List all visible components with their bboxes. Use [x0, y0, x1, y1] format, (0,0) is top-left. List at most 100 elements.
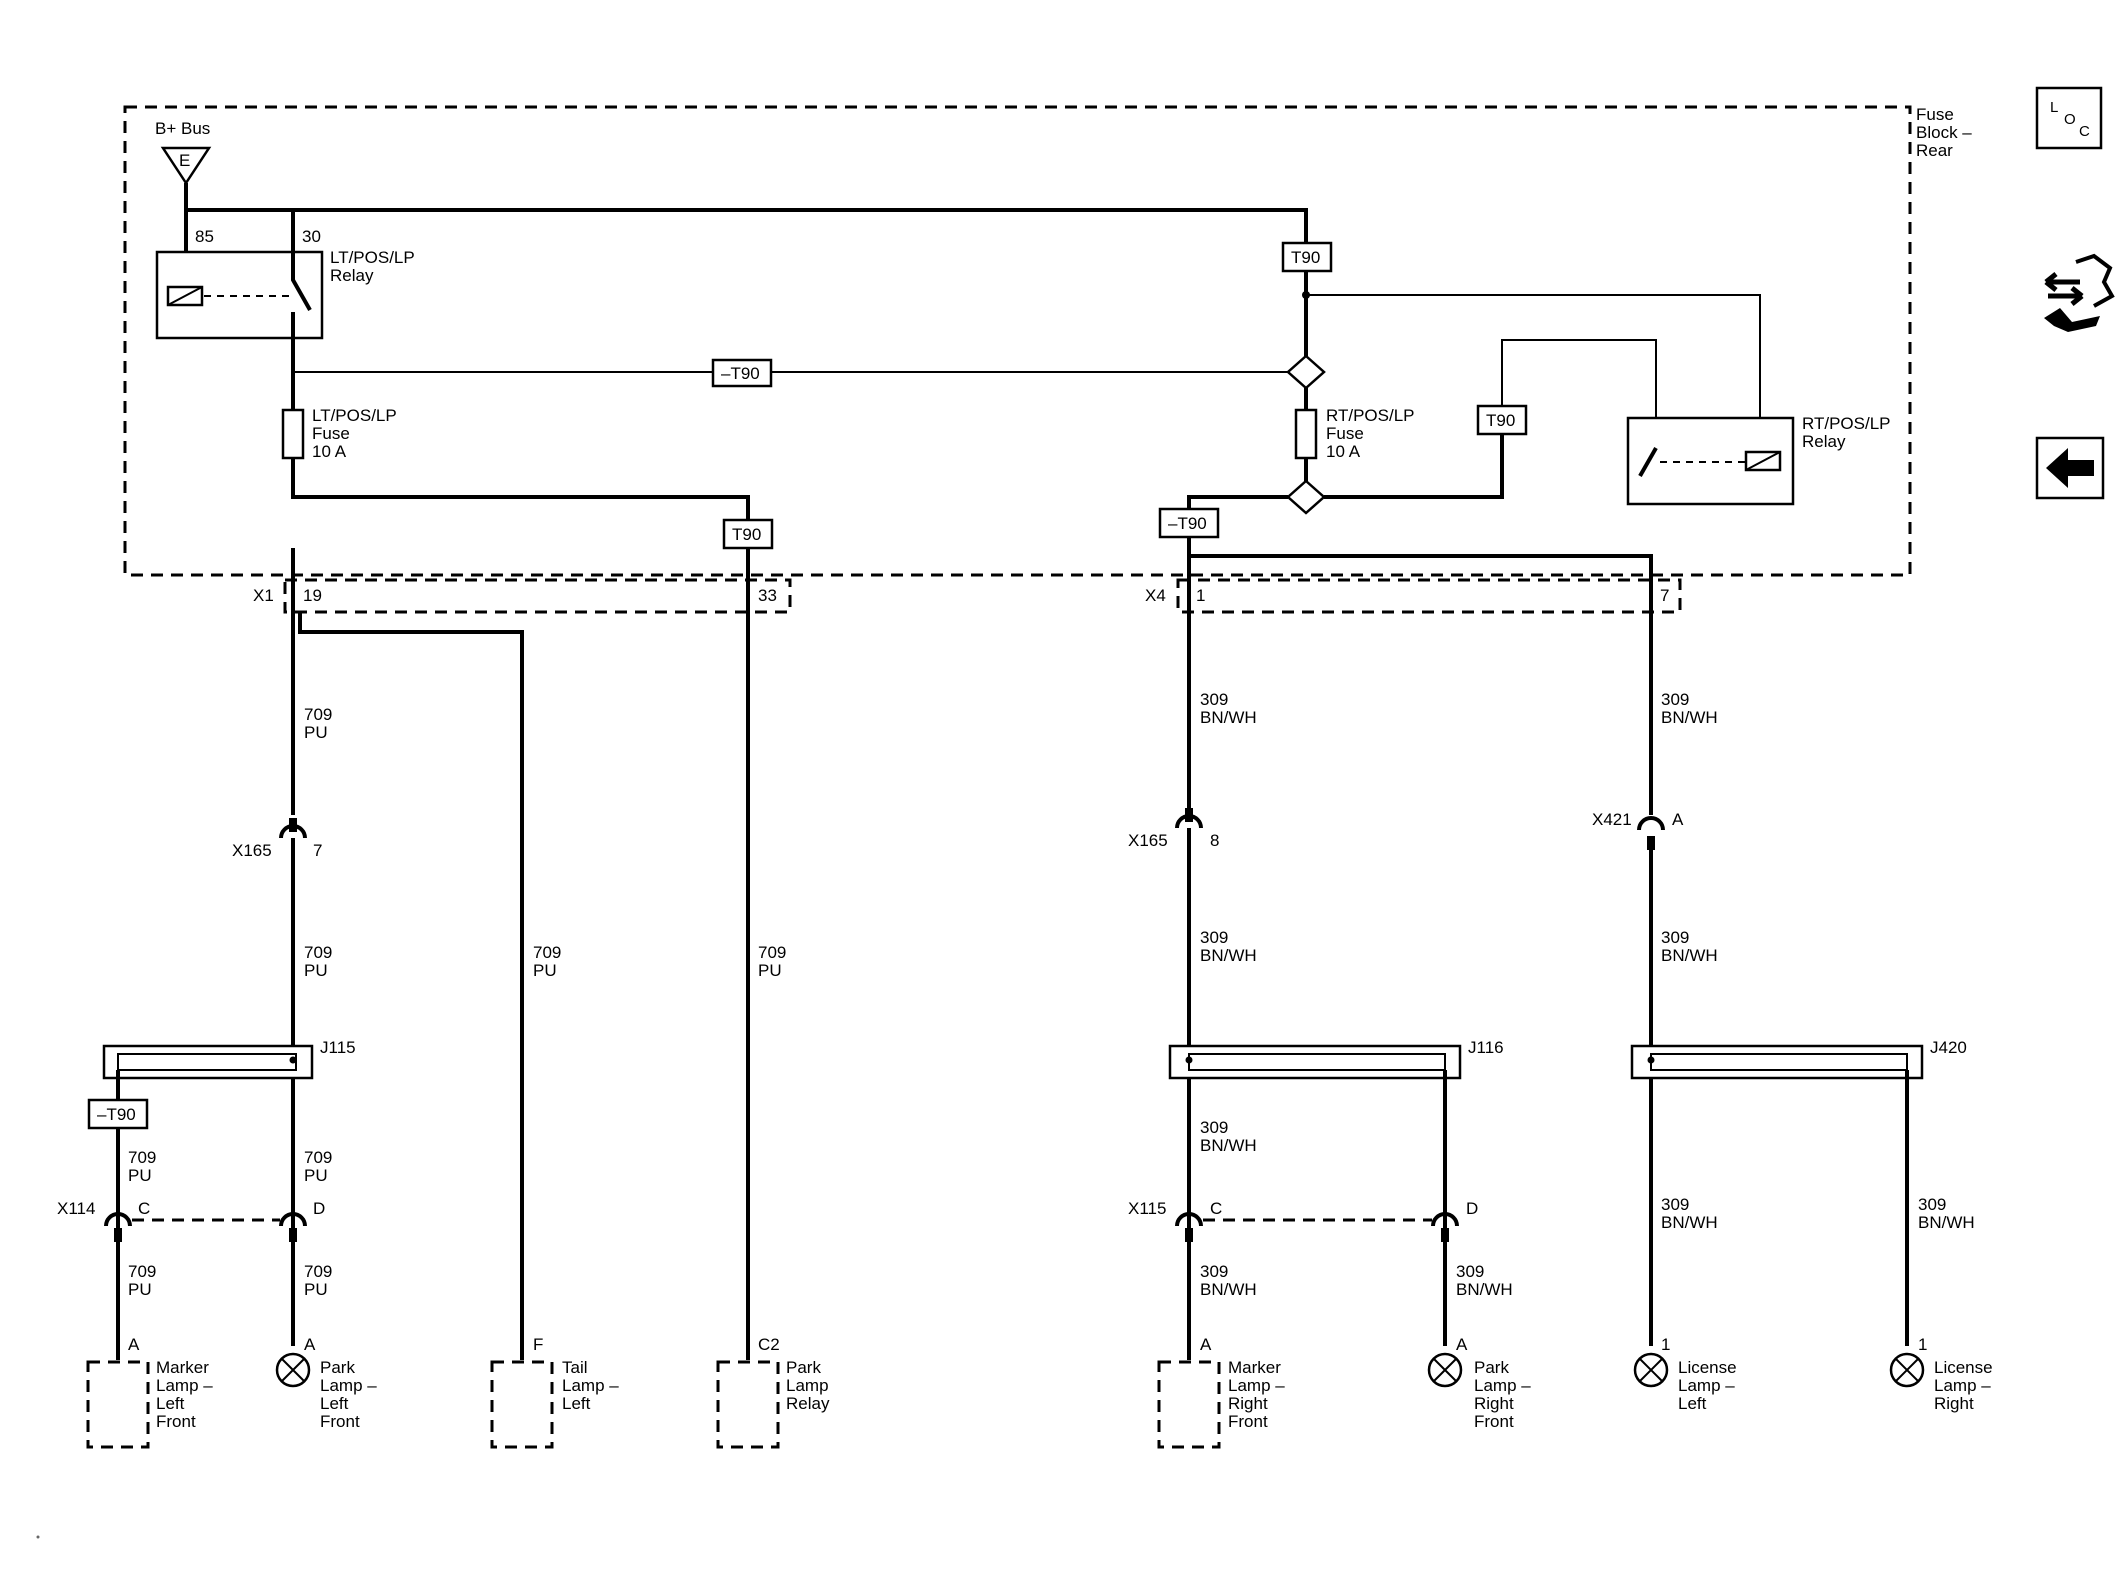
- j420-label: J420: [1930, 1038, 1967, 1057]
- wire309-h-2: BN/WH: [1661, 1213, 1718, 1232]
- x115-pin-c-label: C: [1210, 1199, 1222, 1218]
- license-left-2: Lamp –: [1678, 1376, 1735, 1395]
- marker-left-pin: A: [128, 1335, 140, 1354]
- license-right-2: Lamp –: [1934, 1376, 1991, 1395]
- wire709-b-1: 709: [304, 943, 332, 962]
- wire709-f-1: 709: [304, 1148, 332, 1167]
- rt-fuse-label-2: Fuse: [1326, 424, 1364, 443]
- j116-splice-outer: [1168, 1044, 1462, 1080]
- loc-icon[interactable]: L O C: [2035, 86, 2103, 150]
- rt-relay-coil-feed: [1306, 294, 1761, 448]
- bbus-label: B+ Bus: [155, 119, 210, 138]
- license-right-1: License: [1934, 1358, 1993, 1377]
- wire309-c-2: BN/WH: [1661, 708, 1718, 727]
- splice-top: [1302, 291, 1310, 299]
- park-left-pin: A: [304, 1335, 316, 1354]
- x114-label: X114: [57, 1199, 95, 1218]
- x165a-pin: [289, 818, 297, 832]
- tail-left-1: Tail: [562, 1358, 588, 1377]
- x165b-label: X165: [1128, 831, 1168, 850]
- park-relay-pin: C2: [758, 1335, 780, 1354]
- tail-left-pin: F: [533, 1335, 543, 1354]
- tag-x4-nt90-text: –T90: [1168, 514, 1207, 533]
- wire709-b-2: PU: [304, 961, 328, 980]
- park-right-4: Front: [1474, 1412, 1514, 1431]
- x421-label: X421: [1592, 810, 1632, 829]
- park-relay-2: Lamp: [786, 1376, 829, 1395]
- wire709-a-1: 709: [304, 705, 332, 724]
- x421-pin-label: A: [1672, 810, 1684, 829]
- wire709-f-2: PU: [304, 1166, 328, 1185]
- park-right-2: Lamp –: [1474, 1376, 1531, 1395]
- x165b-pin: [1185, 808, 1193, 822]
- x115-pin-d: [1441, 1228, 1449, 1242]
- tail-left-2: Lamp –: [562, 1376, 619, 1395]
- license-left-bulb-x: [1639, 1358, 1663, 1382]
- tag-j115-nt90-text: –T90: [97, 1105, 136, 1124]
- loc-letter-o: O: [2064, 111, 2076, 128]
- wire709-g-2: PU: [128, 1280, 152, 1299]
- j115-splice-inner: [117, 1053, 297, 1071]
- fuse-block-label-3: Rear: [1916, 141, 1953, 160]
- bbus-letter: E: [179, 151, 190, 170]
- x114-symbol-d: [279, 1212, 307, 1227]
- wire309-i-2: BN/WH: [1918, 1213, 1975, 1232]
- tag-rt-t90: [1476, 404, 1528, 436]
- tag-top-t90: [1281, 241, 1333, 273]
- j420-splice-dot: [1647, 1056, 1655, 1064]
- x1-label: X1: [253, 586, 274, 605]
- x114-pin-d-label: D: [313, 1199, 325, 1218]
- park-right-1: Park: [1474, 1358, 1509, 1377]
- pin85-label: 85: [195, 227, 214, 246]
- bbus-triangle: [160, 146, 212, 186]
- j115-splice-outer: [102, 1044, 314, 1080]
- tag-x4-nt90: [1158, 507, 1220, 539]
- wire709-e-1: 709: [128, 1148, 156, 1167]
- marker-left-3: Left: [156, 1394, 185, 1413]
- j116-splice-dot: [1185, 1056, 1193, 1064]
- connector-tool-icon[interactable]: [2044, 253, 2115, 332]
- wire309-e-1: 309: [1200, 1118, 1228, 1137]
- lt-fuse-label-2: Fuse: [312, 424, 350, 443]
- wire309-a-1: 309: [1200, 690, 1228, 709]
- park-left-4: Front: [320, 1412, 360, 1431]
- park-left-2: Lamp –: [320, 1376, 377, 1395]
- rt-fuse-label-1: RT/POS/LP: [1326, 406, 1415, 425]
- marker-right-4: Front: [1228, 1412, 1268, 1431]
- license-left-pin: 1: [1661, 1335, 1670, 1354]
- wire709-e-2: PU: [128, 1166, 152, 1185]
- wire709-d-1: 709: [758, 943, 786, 962]
- splice-diamond-lower: [1286, 479, 1326, 515]
- wire309-e-2: BN/WH: [1200, 1136, 1257, 1155]
- tag-top-t90-text: T90: [1291, 248, 1320, 267]
- x114-pin-c-label: C: [138, 1199, 150, 1218]
- x114-pin-c: [114, 1228, 122, 1242]
- wire309-d-2: BN/WH: [1661, 946, 1718, 965]
- wire309-b-2: BN/WH: [1200, 946, 1257, 965]
- x115-symbol-d: [1431, 1212, 1459, 1227]
- fuse-block-label-1: Fuse: [1916, 105, 1954, 124]
- marker-left-box: [86, 1360, 150, 1449]
- lt-fuse-label-1: LT/POS/LP: [312, 406, 397, 425]
- marker-right-3: Right: [1228, 1394, 1268, 1413]
- x115-pin-d-label: D: [1466, 1199, 1478, 1218]
- rt-relay-contact: [1638, 447, 1658, 477]
- tail-branch: [298, 612, 524, 1360]
- marker-right-box: [1157, 1360, 1221, 1449]
- park-left-1: Park: [320, 1358, 355, 1377]
- wire709-c-1: 709: [533, 943, 561, 962]
- marker-left-2: Lamp –: [156, 1376, 213, 1395]
- lt-fuse-label-3: 10 A: [312, 442, 347, 461]
- park-relay-3: Relay: [786, 1394, 830, 1413]
- wire309-f-2: BN/WH: [1200, 1280, 1257, 1299]
- tail-left-box: [490, 1360, 554, 1449]
- lt-out-wire: [291, 458, 750, 520]
- rt-relay-t90-wire: [1501, 339, 1657, 448]
- x4-connector-outline: [1176, 578, 1682, 614]
- park-left-bulb-x: [281, 1358, 305, 1382]
- wire309-b-1: 309: [1200, 928, 1228, 947]
- back-arrow-icon[interactable]: [2035, 436, 2105, 500]
- wire309-g-1: 309: [1456, 1262, 1484, 1281]
- marker-right-1: Marker: [1228, 1358, 1281, 1377]
- park-right-bulb-x: [1433, 1358, 1457, 1382]
